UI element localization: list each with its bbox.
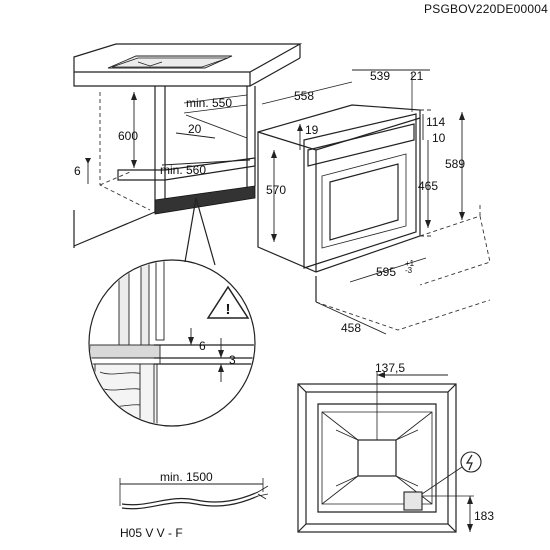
oven-front-extent <box>420 109 432 237</box>
dim-570-arrow-top <box>271 150 277 158</box>
dim-465-arrow <box>425 220 431 228</box>
cable-wire-ends <box>257 485 269 500</box>
dim-595-tolerance: +1-3 <box>405 259 415 275</box>
oven-base-outline <box>419 215 491 286</box>
detail-leader <box>195 197 216 266</box>
cabinet-drawing: 600 min. 550 20 min. 560 6 <box>73 43 303 248</box>
detail-dim-6-label: 6 <box>199 339 206 353</box>
dim-137-arrow <box>377 372 385 378</box>
dim-570-label: 570 <box>266 183 286 197</box>
dim-183-arrow-top <box>467 496 473 504</box>
oven-base-dash <box>315 299 491 331</box>
cable-line-2 <box>121 495 259 510</box>
dim-114-label: 114 <box>426 115 445 129</box>
cable-type-label: H05 V V - F <box>120 526 183 540</box>
warning-mark: ! <box>226 301 231 318</box>
top-rail-2 <box>183 104 248 114</box>
hob <box>107 55 233 69</box>
rear-panel <box>317 403 437 513</box>
dim-589-arrow-top <box>459 112 465 120</box>
dim-595-line <box>349 257 427 283</box>
dim-6-arrow <box>85 158 91 164</box>
detail-floor-post <box>139 363 155 425</box>
dim-589-label: 589 <box>445 157 465 171</box>
oven-door-window <box>329 163 399 241</box>
detail-dim-3-arrow <box>218 350 224 358</box>
document-code: PSGBOV220DE00004 <box>424 2 548 16</box>
rear-corners <box>297 383 457 533</box>
dim-589-arrow-bottom <box>459 212 465 220</box>
dim-20-line <box>175 132 216 139</box>
hob-mark <box>137 61 163 67</box>
cable-length-label: min. 1500 <box>160 470 213 484</box>
oven-control-strip <box>307 123 415 167</box>
rear-fan-plate <box>357 439 397 477</box>
worktop-front <box>73 72 251 87</box>
cable-drawing: min. 1500 H05 V V - F <box>119 470 269 540</box>
detail-dim-3-arrow-b <box>218 364 224 372</box>
detail-leader-2 <box>184 197 197 263</box>
dim-19-arrow <box>297 124 303 131</box>
dim-595-label: 595 <box>376 265 396 279</box>
dim-183-label: 183 <box>474 509 494 523</box>
dim-min550-line <box>185 114 248 139</box>
floor-line <box>73 211 156 247</box>
oven-top-edge <box>257 117 421 151</box>
lightning-bolt-icon <box>465 454 473 471</box>
dim-600-label: 600 <box>118 129 138 143</box>
detail-dim-6-arrow <box>188 337 194 345</box>
dim-558-label: 558 <box>294 89 314 103</box>
rear-diagonals <box>321 411 433 505</box>
detail-circle <box>88 259 256 427</box>
detail-dim-3-label: 3 <box>229 353 236 367</box>
dim-6-side-label: 6 <box>74 164 81 178</box>
oven-drawing: 558 539 21 19 114 10 570 465 589 5 <box>257 69 491 335</box>
cabinet-back-floor <box>99 171 131 186</box>
warning-triangle-icon <box>206 285 250 319</box>
oven-door-frame <box>321 153 407 249</box>
oven-front-panel <box>303 113 417 269</box>
dim-137-label: 137,5 <box>375 361 405 375</box>
detail-shelf <box>90 344 161 359</box>
detail-shelf-edge <box>90 357 161 365</box>
dim-570-arrow-bottom <box>271 234 277 242</box>
hob-inner <box>111 57 229 68</box>
plinth-strip <box>154 185 256 215</box>
electrical-symbol-icon <box>460 451 482 473</box>
electrical-leader <box>421 466 463 495</box>
dim-183-arrow-bottom <box>467 524 473 532</box>
dim-10-label: 10 <box>432 131 446 145</box>
dim-558-line <box>261 81 353 105</box>
worktop-side <box>249 57 301 87</box>
dim-600-arrow-top <box>131 92 137 100</box>
dim-465-label: 465 <box>418 179 438 193</box>
dim-458-line <box>315 301 387 335</box>
cable-line-1 <box>121 491 259 506</box>
dim-600-arrow-bottom <box>131 160 137 168</box>
dim-min560-label: min. 560 <box>160 163 206 177</box>
detail-circle-group: ! 6 3 <box>88 259 256 427</box>
dim-min560-line <box>161 159 251 166</box>
cabinet-back-left <box>99 92 151 211</box>
dim-19-label: 19 <box>305 123 319 137</box>
dim-20-label: 20 <box>188 122 202 136</box>
dim-min550-label: min. 550 <box>186 96 232 110</box>
dim-458-label: 458 <box>341 321 361 335</box>
detail-panel-right <box>155 261 165 341</box>
dim-539-label: 539 <box>370 69 390 83</box>
top-rail <box>183 94 248 104</box>
worktop-top <box>73 43 303 73</box>
dim-21-label: 21 <box>410 69 424 83</box>
rear-view: 137,5 183 <box>297 361 494 533</box>
terminal-box <box>403 491 423 511</box>
